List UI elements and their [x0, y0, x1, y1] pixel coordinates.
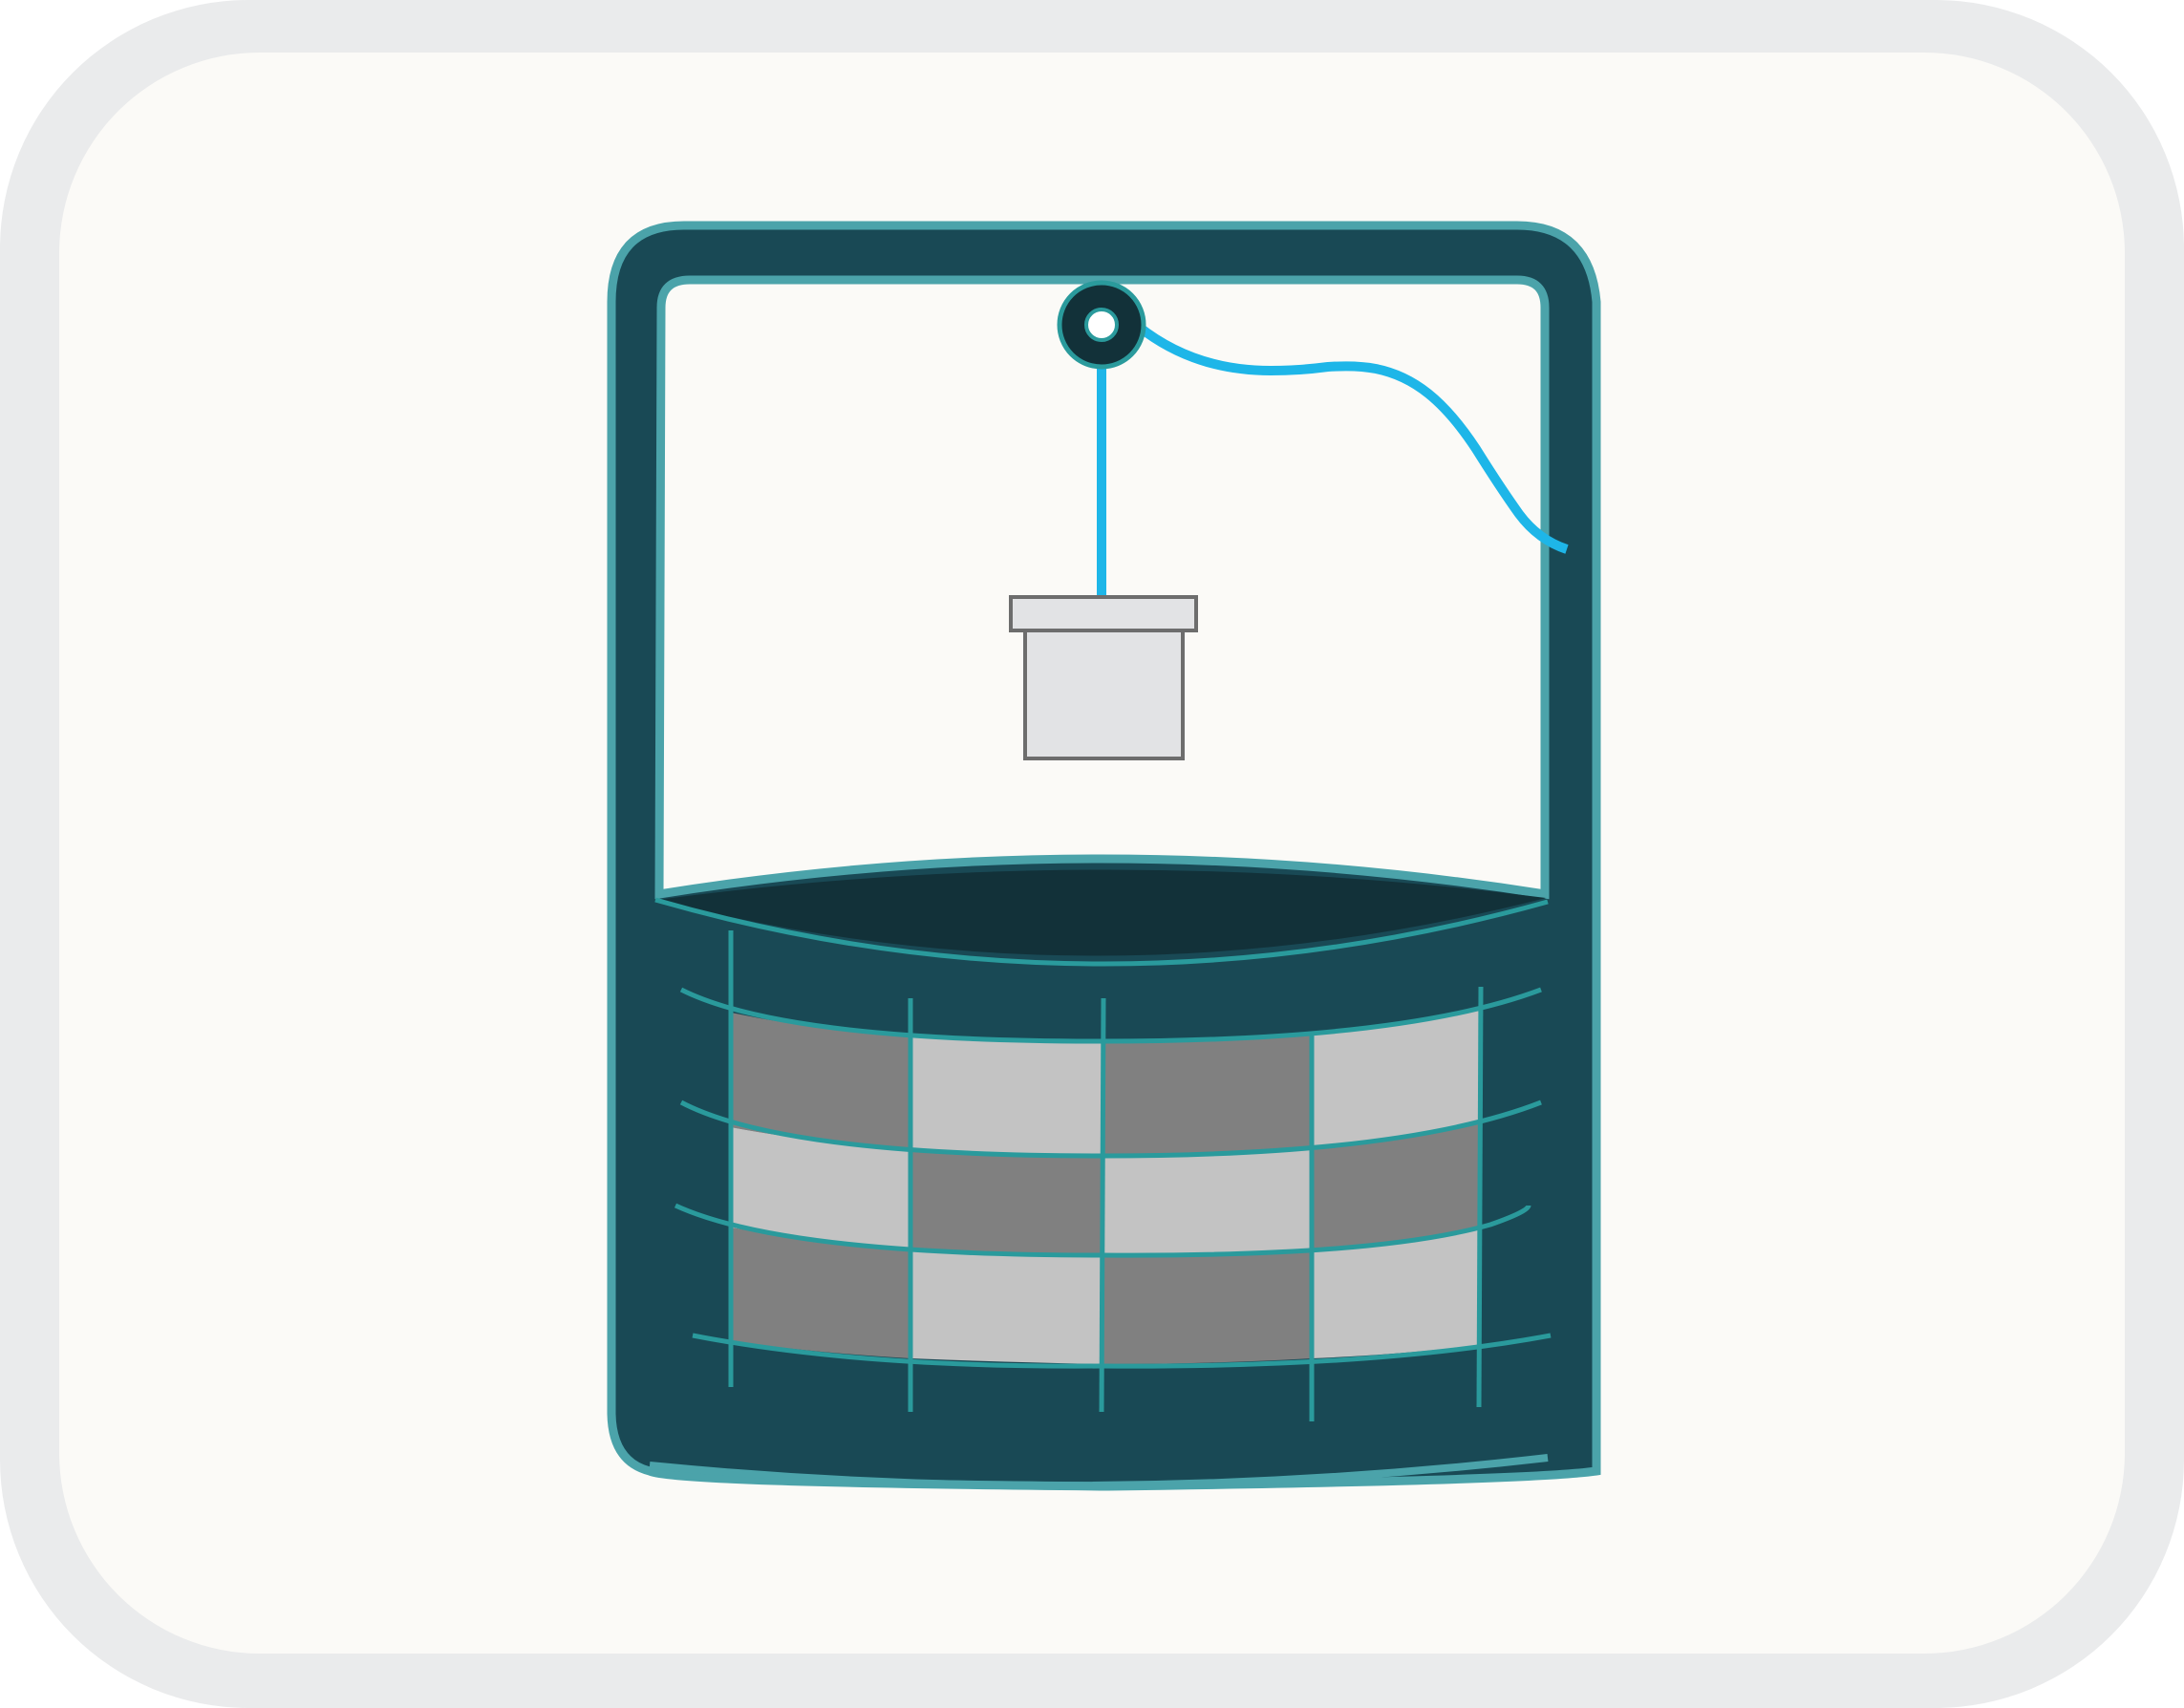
brick: [1102, 1035, 1312, 1156]
rope-coil: [1135, 323, 1569, 554]
brick: [1312, 1228, 1479, 1358]
brick: [1102, 1251, 1312, 1364]
well-base-rim: [649, 1454, 1549, 1490]
brick: [1102, 1149, 1312, 1256]
brick: [910, 1035, 1102, 1156]
water-well-icon: [607, 221, 1601, 1491]
bucket-icon: [1009, 595, 1198, 760]
brick: [910, 1149, 1102, 1255]
brick: [1312, 1011, 1479, 1149]
brick: [731, 1127, 910, 1249]
brick: [910, 1249, 1102, 1364]
brick: [1312, 1122, 1479, 1251]
brick-wall: [731, 1011, 1479, 1364]
well-opening-rim: [654, 897, 1549, 967]
pulley-icon: [1057, 280, 1146, 370]
mortar-vertical: [728, 930, 1484, 1421]
well-opening: [657, 869, 1546, 956]
brick: [731, 1013, 910, 1149]
brick: [731, 1228, 910, 1358]
